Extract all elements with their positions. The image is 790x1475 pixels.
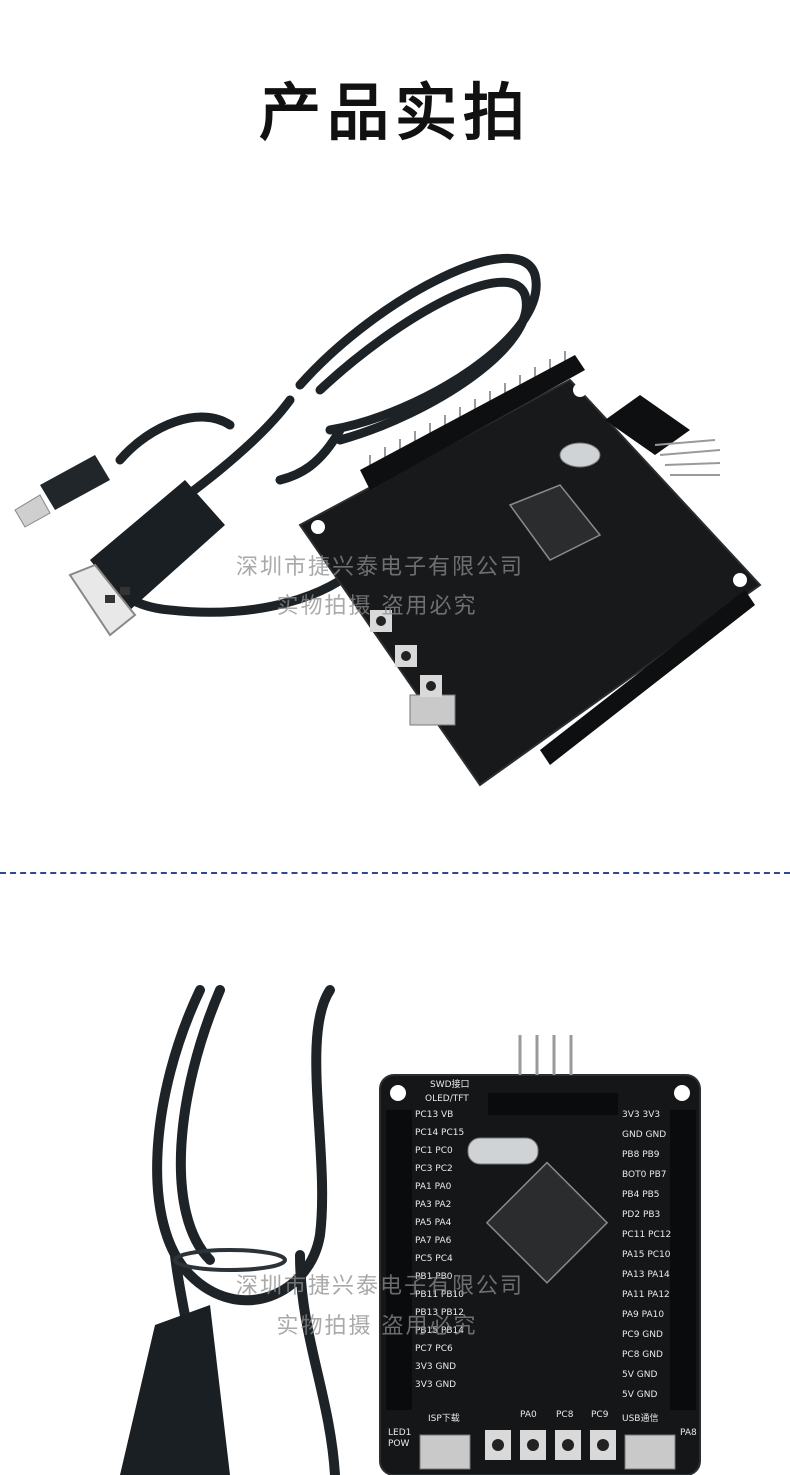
pin-label: PA3 PA2 (415, 1200, 451, 1210)
pin-label: 3V3 GND (415, 1380, 456, 1390)
label-pow: POW (388, 1439, 410, 1449)
label-swd: SWD接口 (430, 1078, 470, 1090)
pin-label: PB8 PB9 (622, 1150, 660, 1160)
label-usb: USB通信 (622, 1412, 658, 1424)
pin-label: BOT0 PB7 (622, 1170, 667, 1180)
pin-label: PB4 PB5 (622, 1190, 660, 1200)
pin-label: PC8 GND (622, 1350, 663, 1360)
pin-label: PB13 PB12 (415, 1308, 464, 1318)
pin-label: PC1 PC0 (415, 1146, 453, 1156)
pin-label: PC5 PC4 (415, 1254, 453, 1264)
pin-label: PC11 PC12 (622, 1230, 671, 1240)
pin-label: PC3 PC2 (415, 1164, 453, 1174)
watermark-notice: 实物拍摄 盗用必究 (276, 1314, 478, 1339)
section-divider (0, 872, 790, 874)
label-pa8: PA8 (680, 1428, 697, 1438)
label-led: LED1 (388, 1428, 411, 1438)
watermark-company: 深圳市捷兴泰电子有限公司 (235, 1274, 524, 1299)
pin-label: PD2 PB3 (622, 1210, 660, 1220)
watermark-company: 深圳市捷兴泰电子有限公司 (235, 555, 524, 580)
pin-label: GND GND (622, 1130, 666, 1140)
dev-board-top: SWD接口 OLED/TFT ISP下载 USB通信 PA0 PC8 PC9 L… (379, 1035, 701, 1475)
pin-label: 3V3 3V3 (622, 1110, 660, 1120)
pin-label: PA11 PA12 (622, 1290, 670, 1300)
pin-label: PA15 PC10 (622, 1250, 671, 1260)
pin-label: PA1 PA0 (415, 1182, 452, 1192)
product-photo-angled (14, 253, 762, 787)
label-oled: OLED/TFT (425, 1094, 469, 1104)
pin-label: 5V GND (622, 1390, 657, 1400)
label-isp: ISP下载 (428, 1412, 460, 1424)
pin-label: 3V3 GND (415, 1362, 456, 1372)
usb-a-plug (68, 480, 225, 637)
label-btn-pc8: PC8 (556, 1410, 574, 1420)
pin-label: PA9 PA10 (622, 1310, 664, 1320)
pin-label: PB15 PB14 (415, 1326, 464, 1336)
pin-label: PA7 PA6 (415, 1236, 452, 1246)
pin-label: PC7 PC6 (415, 1344, 453, 1354)
pin-label: PB11 PB10 (415, 1290, 464, 1300)
label-btn-pc9: PC9 (591, 1410, 609, 1420)
label-btn-pa0: PA0 (520, 1410, 537, 1420)
product-photo-top: SWD接口 OLED/TFT ISP下载 USB通信 PA0 PC8 PC9 L… (120, 985, 701, 1475)
watermark-notice: 实物拍摄 盗用必究 (276, 594, 478, 619)
pin-label: PC14 PC15 (415, 1128, 464, 1138)
dev-board-angled (298, 351, 762, 787)
pin-label: PC9 GND (622, 1330, 663, 1340)
pin-label: PA5 PA4 (415, 1218, 452, 1228)
micro-usb-plug (14, 455, 110, 528)
pin-label: 5V GND (622, 1370, 657, 1380)
page-title: 产品实拍 (258, 76, 531, 149)
pin-label: PB1 PB0 (415, 1272, 453, 1282)
pin-label: PC13 VB (415, 1110, 453, 1120)
pin-label: PA13 PA14 (622, 1270, 670, 1280)
